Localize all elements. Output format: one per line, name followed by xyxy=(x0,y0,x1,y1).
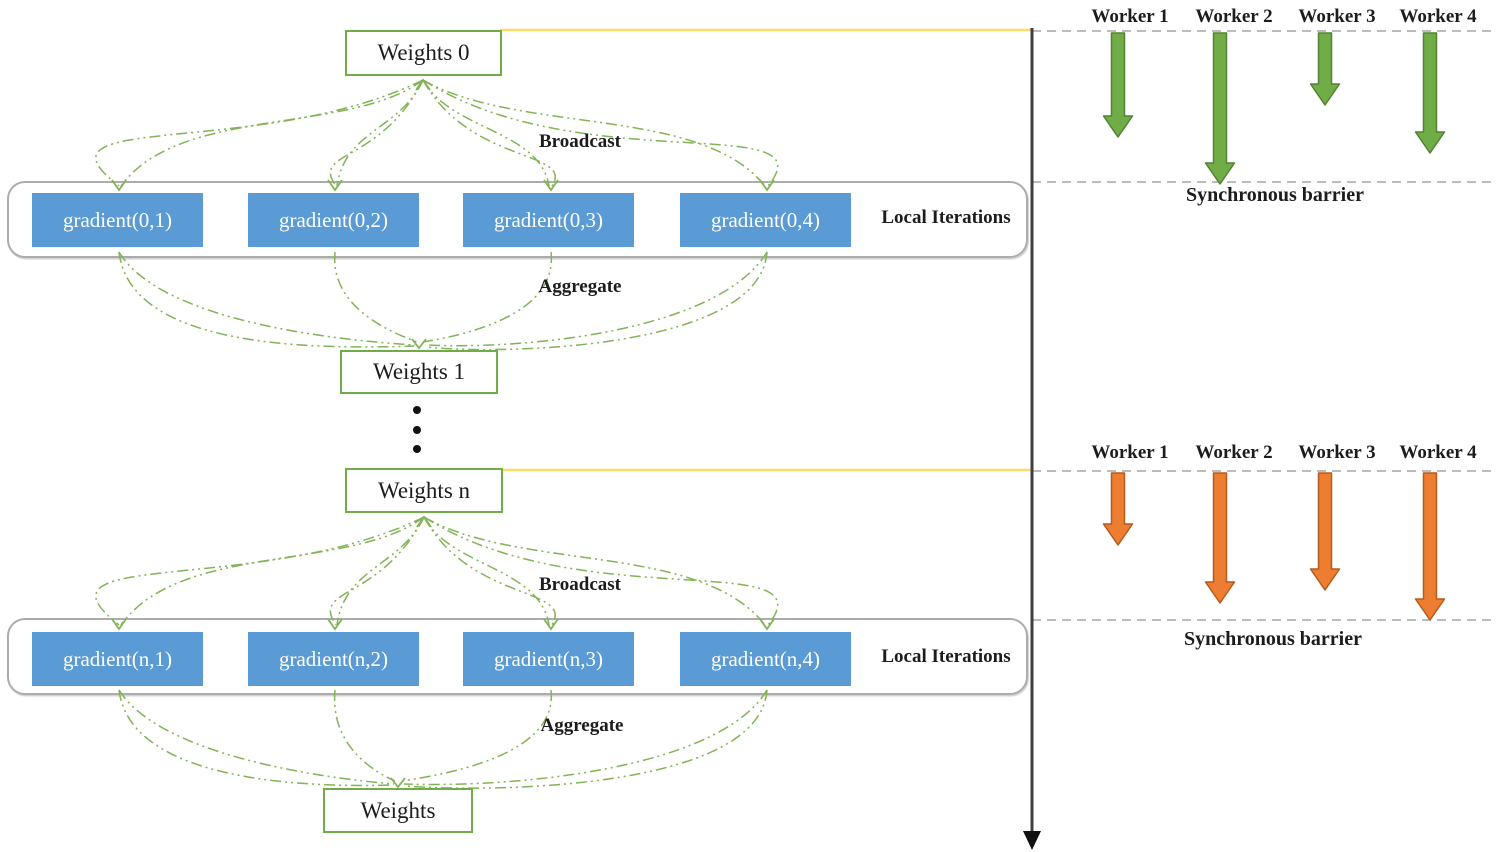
gradient-0-2-label: gradient(0,2) xyxy=(278,207,389,232)
broadcast-curves-iter0 xyxy=(95,78,779,192)
sync-barrier-label-2: Synchronous barrier xyxy=(1184,628,1362,650)
worker-4-label-iter0: Worker 4 xyxy=(1399,6,1477,27)
weights-1-box: Weights 1 xyxy=(340,350,498,394)
worker-1-label-iter0: Worker 1 xyxy=(1091,6,1169,27)
gradient-n-1-box: gradient(n,1) xyxy=(32,632,203,686)
gradient-n-3-label: gradient(n,3) xyxy=(493,646,604,671)
broadcast-label-iter0: Broadcast xyxy=(539,131,621,152)
gradient-0-1-box: gradient(0,1) xyxy=(32,193,203,247)
aggregate-curves-itern xyxy=(118,689,768,789)
worker-progress-arrow xyxy=(1309,32,1341,106)
worker-3-label-itern: Worker 3 xyxy=(1298,442,1376,463)
weights-final-label: Weights xyxy=(360,797,436,823)
worker-progress-arrow xyxy=(1102,32,1134,138)
worker-1-label-itern: Worker 1 xyxy=(1091,442,1169,463)
worker-4-label-itern: Worker 4 xyxy=(1399,442,1477,463)
weights-n-label: Weights n xyxy=(377,477,471,503)
gradient-0-1-label: gradient(0,1) xyxy=(62,207,173,232)
worker-progress-arrow xyxy=(1204,472,1236,604)
gradient-n-4-label: gradient(n,4) xyxy=(710,646,821,671)
worker-2-label-iter0: Worker 2 xyxy=(1195,6,1273,27)
local-iterations-label-itern: Local Iterations xyxy=(881,646,1011,667)
aggregate-curves-iter0 xyxy=(118,251,768,351)
worker-progress-arrow xyxy=(1414,472,1446,621)
broadcast-label-itern: Broadcast xyxy=(539,574,621,595)
gradient-0-3-label: gradient(0,3) xyxy=(493,207,604,232)
worker-arrows xyxy=(1102,32,1446,621)
worker-progress-arrow xyxy=(1414,32,1446,154)
aggregate-label-iter0: Aggregate xyxy=(538,276,622,297)
gradient-n-2-label: gradient(n,2) xyxy=(278,646,389,671)
worker-progress-arrow xyxy=(1309,472,1341,591)
worker-3-label-iter0: Worker 3 xyxy=(1298,6,1376,27)
gradient-0-3-box: gradient(0,3) xyxy=(463,193,634,247)
time-axis-arrowhead xyxy=(1023,831,1041,850)
weights-final-box: Weights xyxy=(323,788,473,833)
gradient-0-4-box: gradient(0,4) xyxy=(680,193,851,247)
gradient-n-4-box: gradient(n,4) xyxy=(680,632,851,686)
sync-barrier-label-1: Synchronous barrier xyxy=(1186,184,1364,206)
worker-progress-arrow xyxy=(1102,472,1134,546)
gradient-0-4-label: gradient(0,4) xyxy=(710,207,821,232)
gradient-n-1-label: gradient(n,1) xyxy=(62,646,173,671)
gradient-n-3-box: gradient(n,3) xyxy=(463,632,634,686)
worker-2-label-itern: Worker 2 xyxy=(1195,442,1273,463)
broadcast-curves-itern xyxy=(95,515,779,631)
weights-n-box: Weights n xyxy=(345,468,503,513)
gradient-n-2-box: gradient(n,2) xyxy=(248,632,419,686)
weights-1-label: Weights 1 xyxy=(372,359,466,384)
aggregate-label-itern: Aggregate xyxy=(540,715,624,736)
worker-progress-arrow xyxy=(1204,32,1236,185)
weights-0-label: Weights 0 xyxy=(377,40,470,65)
weights-0-box: Weights 0 xyxy=(345,30,502,76)
ellipsis-dots xyxy=(413,406,421,453)
gradient-0-2-box: gradient(0,2) xyxy=(248,193,419,247)
local-iterations-label-iter0: Local Iterations xyxy=(881,207,1011,228)
